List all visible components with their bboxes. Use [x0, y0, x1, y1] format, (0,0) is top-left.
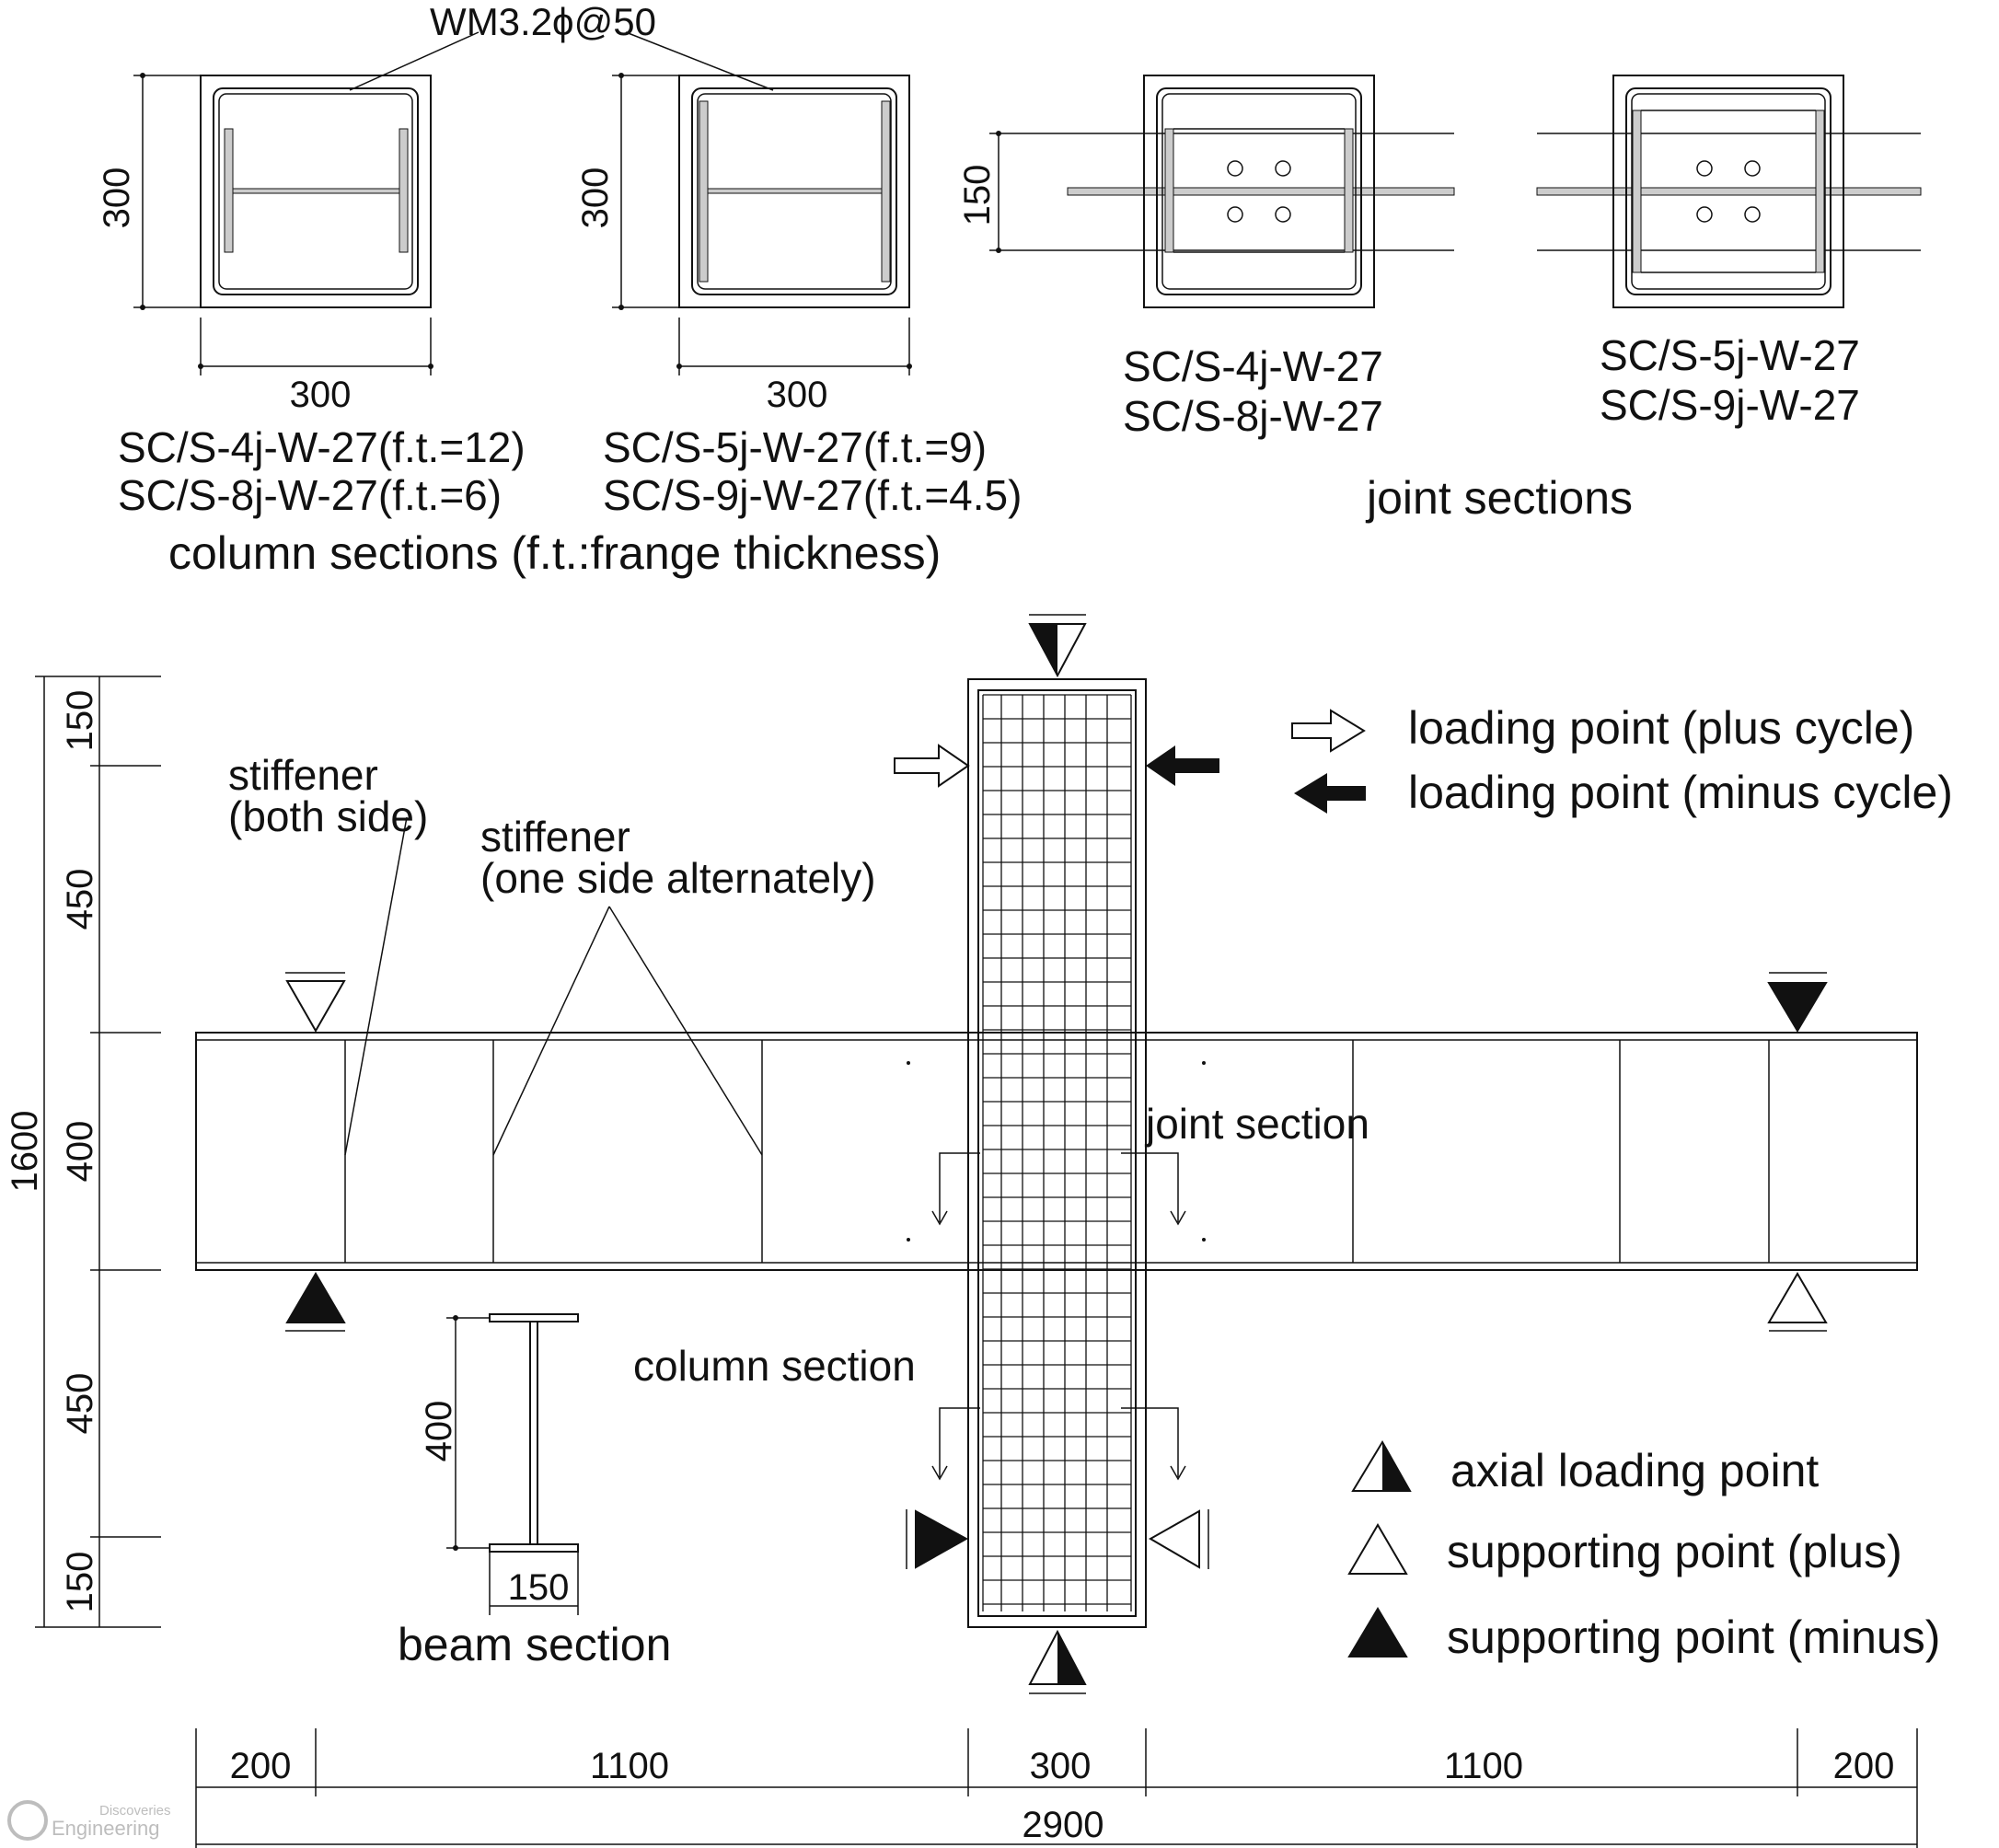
stiffener-one-label-1: stiffener	[480, 813, 630, 860]
legend-loading-minus: loading point (minus cycle)	[1408, 767, 1953, 818]
bottom-dim-total: 2900	[1023, 1805, 1104, 1845]
column	[931, 678, 1186, 1628]
left-dim-total: 1600	[5, 1111, 45, 1193]
col-sec1-dim-width: 300	[290, 375, 352, 415]
bottom-dim-2: 1100	[590, 1746, 669, 1786]
column-sections-caption: column sections (f.t.:frange thickness)	[168, 527, 941, 579]
left-dim-4: 450	[60, 1373, 100, 1435]
rebar-label: WM3.2ϕ@50	[430, 0, 656, 43]
joint-sec2-label-2: SC/S-9j-W-27	[1600, 381, 1860, 429]
axial-point-left	[906, 1509, 969, 1569]
left-dim-5: 150	[60, 1552, 100, 1613]
legend-support-plus: supporting point (plus)	[1447, 1526, 1902, 1577]
bottom-dimension-chain: 200 1100 300 1100 200 2900	[195, 1728, 1918, 1848]
legend-arrow-minus-icon	[1294, 773, 1366, 814]
beam-section-dim-w: 150	[508, 1567, 570, 1608]
axial-point-right	[1148, 1509, 1209, 1569]
legend-support-minus: supporting point (minus)	[1447, 1611, 1940, 1663]
bottom-dim-3: 300	[1030, 1746, 1092, 1786]
legend: loading point (plus cycle) loading point…	[1291, 702, 1953, 1663]
stiffener-one-label-2: (one side alternately)	[480, 854, 876, 902]
watermark-logo-icon	[7, 1800, 48, 1841]
axial-point-bottom	[1028, 1629, 1087, 1694]
joint-sec1-label-2: SC/S-8j-W-27	[1123, 392, 1383, 440]
joint-sec-dim-150: 150	[957, 165, 998, 226]
joint-sec1-label-1: SC/S-4j-W-27	[1123, 342, 1383, 390]
watermark: Discoveries Engineering	[7, 1800, 171, 1841]
loading-arrow-plus	[894, 744, 970, 788]
elevation: 150 450 400 450 150 1600	[5, 614, 1918, 1848]
beam-section: 400 150 beam section	[398, 1313, 671, 1670]
support-minus-left	[285, 1272, 346, 1332]
column-sections: WM3.2ϕ@50 300 300	[97, 0, 1022, 579]
joint-section-label: joint section	[1144, 1100, 1369, 1148]
left-dimension-chain: 150 450 400 450 150 1600	[5, 676, 161, 1628]
joint-section-2: SC/S-5j-W-27 SC/S-9j-W-27	[1536, 75, 1922, 429]
beam-section-caption: beam section	[398, 1619, 671, 1670]
stiffener-both-label-2: (both side)	[228, 792, 428, 840]
col-sec2-label-1: SC/S-5j-W-27(f.t.=9)	[603, 423, 987, 471]
joint-sections: 150 SC/S-4j-W-27 SC/S-8j-W-27 SC/S-5j-W-…	[957, 75, 1922, 524]
column-rebar-mesh	[982, 694, 1132, 1611]
axial-point-top	[1028, 614, 1087, 678]
support-plus-right	[1767, 1272, 1828, 1332]
col-sec1-label-1: SC/S-4j-W-27(f.t.=12)	[118, 423, 526, 471]
support-minus-right	[1767, 972, 1828, 1033]
stiffener-both-label-1: stiffener	[228, 751, 378, 799]
loading-arrow-minus	[1146, 745, 1219, 786]
col-sec1-dim-height: 300	[97, 167, 137, 229]
left-dim-3: 400	[60, 1121, 100, 1183]
watermark-line-1: Discoveries	[99, 1803, 171, 1819]
legend-axial-icon	[1351, 1440, 1412, 1492]
beam-section-dim-h: 400	[419, 1401, 459, 1462]
left-dim-2: 450	[60, 869, 100, 930]
support-plus-left	[285, 972, 346, 1034]
beam	[195, 1032, 1918, 1271]
column-section-label: column section	[633, 1342, 916, 1390]
legend-support-minus-icon	[1347, 1607, 1408, 1657]
watermark-line-2: Engineering	[52, 1817, 159, 1840]
col-sec1-label-2: SC/S-8j-W-27(f.t.=6)	[118, 471, 502, 519]
legend-arrow-plus-icon	[1291, 709, 1366, 753]
column-section-1	[200, 75, 432, 308]
legend-loading-plus: loading point (plus cycle)	[1408, 702, 1914, 754]
col-sec2-label-2: SC/S-9j-W-27(f.t.=4.5)	[603, 471, 1022, 519]
joint-sec2-label-1: SC/S-5j-W-27	[1600, 331, 1860, 379]
column-section-2	[678, 75, 910, 308]
legend-support-plus-icon	[1347, 1523, 1408, 1575]
bottom-dim-5: 200	[1833, 1746, 1895, 1786]
joint-section-1: 150 SC/S-4j-W-27 SC/S-8j-W-27	[957, 75, 1455, 440]
bottom-dim-4: 1100	[1444, 1746, 1523, 1786]
joint-sections-caption: joint sections	[1365, 472, 1633, 524]
left-dim-1: 150	[60, 690, 100, 752]
legend-axial: axial loading point	[1450, 1445, 1819, 1496]
col-sec2-dim-height: 300	[575, 167, 616, 229]
col-sec2-dim-width: 300	[767, 375, 828, 415]
bottom-dim-1: 200	[230, 1746, 292, 1786]
